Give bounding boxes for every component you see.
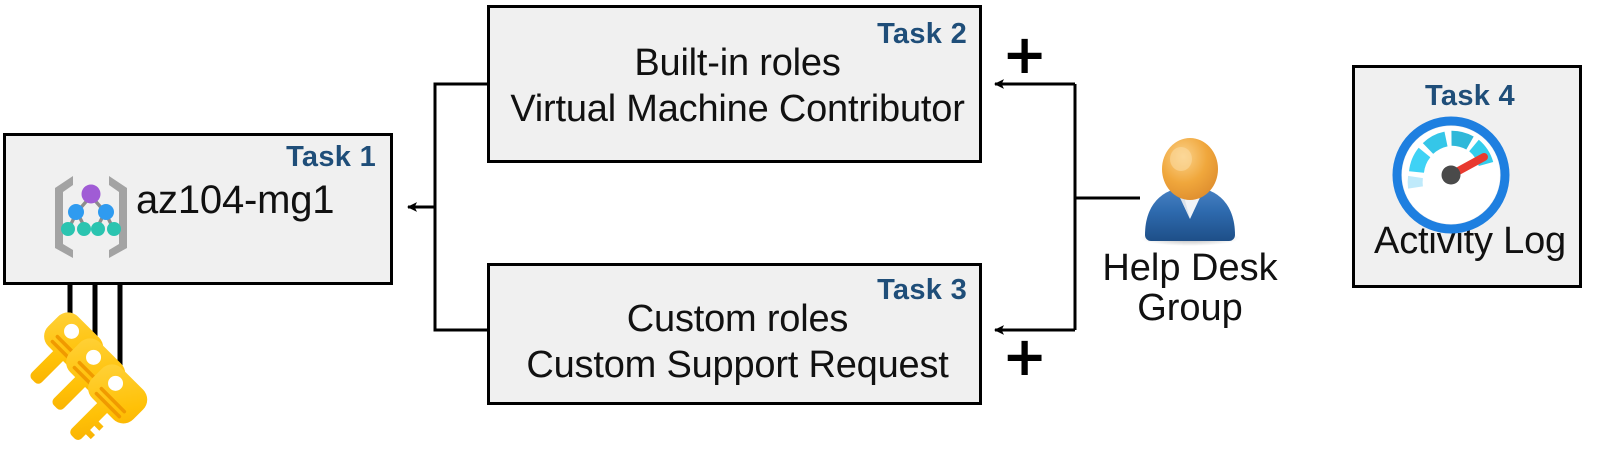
task2-line2: Virtual Machine Contributor [510, 88, 965, 130]
task1-tag: Task 1 [286, 141, 376, 173]
help-desk-line2: Group [1137, 286, 1243, 329]
task4-tag: Task 4 [1425, 80, 1515, 112]
task3-line1: Custom roles [626, 298, 849, 340]
task2-box[interactable]: Task 2 Built-in roles Virtual Machine Co… [487, 5, 982, 163]
help-desk-line1: Help Desk [1102, 247, 1278, 289]
help-desk-group-label: Help Desk Group [1090, 247, 1290, 329]
user-group-icon [1140, 138, 1240, 246]
task3-box[interactable]: Task 3 Custom roles Custom Support Reque… [487, 263, 982, 405]
task2-line1: Built-in roles [634, 42, 841, 84]
task2-tag: Task 2 [877, 18, 967, 50]
task3-line2: Custom Support Request [526, 344, 949, 386]
keys-icon [30, 312, 148, 440]
task1-box[interactable]: Task 1 az104-mg1 [3, 133, 393, 285]
task3-tag: Task 3 [877, 274, 967, 306]
plus-icon-bottom: + [1002, 325, 1048, 388]
activity-log-gauge-icon [1392, 116, 1510, 234]
help-desk-group[interactable]: Help Desk Group [1090, 135, 1290, 329]
task1-management-group-name: az104-mg1 [136, 178, 335, 222]
plus-icon-top: + [1002, 23, 1048, 86]
management-group-icon [55, 176, 127, 258]
